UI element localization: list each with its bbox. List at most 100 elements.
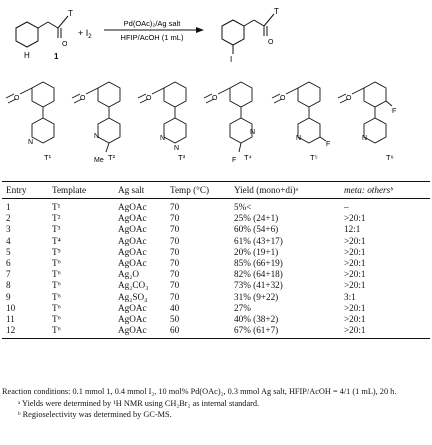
- svg-text:N: N: [362, 135, 367, 142]
- table-row: 7 T⁶ Ag₂O 70 82% (64+18) >20:1: [2, 269, 430, 280]
- cell-yield: 40% (38+2): [234, 314, 279, 325]
- cell-ag-salt: AgOAc: [118, 258, 147, 269]
- cell-yield: 61% (43+17): [234, 235, 283, 246]
- svg-text:N: N: [160, 135, 165, 142]
- cell-selectivity: >20:1: [344, 314, 366, 325]
- header-template: Template: [50, 181, 116, 199]
- cell-entry: 6: [6, 258, 11, 269]
- cell-entry: 5: [6, 246, 11, 257]
- cell-template: T⁶: [52, 280, 61, 291]
- cell-selectivity: >20:1: [344, 269, 366, 280]
- cell-temp: 70: [170, 213, 180, 224]
- template-t2-label: T²: [108, 153, 116, 162]
- template-t6: O F N T⁶: [337, 81, 396, 162]
- svg-text:N: N: [174, 145, 179, 152]
- cell-template: T³: [52, 224, 61, 235]
- cell-entry: 7: [6, 269, 11, 280]
- svg-text:O: O: [280, 95, 286, 102]
- footnote-conditions: Reaction conditions: 0.1 mmol 1, 0.4 mmo…: [2, 387, 397, 396]
- cell-temp: 70: [170, 269, 180, 280]
- cell-yield: 31% (9+22): [234, 291, 279, 302]
- cell-template: T⁶: [52, 314, 61, 325]
- template-t2: O N Me T²: [71, 81, 121, 164]
- cell-yield: 82% (64+18): [234, 269, 283, 280]
- cell-ag-salt: AgOAc: [118, 224, 147, 235]
- template-t6-substituent: F: [392, 108, 396, 115]
- substrate-number: 1: [54, 52, 59, 61]
- product-i-label: I: [230, 55, 232, 64]
- cell-ag-salt: AgOAc: [118, 302, 147, 313]
- cell-yield: 60% (54+6): [234, 224, 279, 235]
- template-t2-substituent: Me: [94, 157, 104, 164]
- conditions-bottom: HFIP/AcOH (1 mL): [121, 33, 184, 42]
- cell-temp: 70: [170, 258, 180, 269]
- cell-yield: 20% (19+1): [234, 246, 279, 257]
- product-t-label: T: [274, 7, 279, 16]
- cell-entry: 8: [6, 280, 11, 291]
- cell-selectivity: >20:1: [344, 258, 366, 269]
- cell-temp: 40: [170, 302, 180, 313]
- footnotes: Reaction conditions: 0.1 mmol 1, 0.4 mmo…: [2, 386, 430, 421]
- cell-temp: 70: [170, 202, 180, 212]
- substrate-o-label: O: [62, 41, 68, 48]
- reaction-scheme: T O H 1 + I2 Pd(OAc)₂/Ag salt HFIP/AcOH …: [0, 0, 432, 178]
- cell-selectivity: >20:1: [344, 246, 366, 257]
- results-table: Entry Template Ag salt Temp (°C) Yield (…: [2, 181, 430, 340]
- footnote-b: ᵇ Regioselectivity was determined by GC-…: [18, 410, 172, 420]
- cell-selectivity: >20:1: [344, 213, 366, 224]
- iodine-reagent: + I2: [78, 28, 92, 40]
- cell-ag-salt: AgOAc: [118, 314, 147, 325]
- template-t4-substituent: F: [232, 157, 236, 164]
- svg-text:O: O: [14, 95, 20, 102]
- cell-entry: 3: [6, 224, 11, 235]
- substrate-t-label: T: [68, 9, 73, 18]
- product-o-label: O: [268, 39, 274, 46]
- cell-selectivity: >20:1: [344, 235, 366, 246]
- cell-ag-salt: Ag₂O: [118, 269, 140, 280]
- cell-yield: 73% (41+32): [234, 280, 283, 291]
- template-t5-substituent: F: [326, 141, 330, 148]
- cell-temp: 70: [170, 235, 180, 246]
- svg-text:N: N: [250, 129, 255, 136]
- cell-template: T⁵: [52, 246, 61, 257]
- cell-ag-salt: AgOAc: [118, 213, 147, 224]
- svg-text:O: O: [80, 95, 86, 102]
- cell-template: T⁶: [50, 325, 116, 340]
- template-t3-label: T³: [178, 153, 186, 162]
- template-t4: O N F T⁴: [203, 81, 255, 164]
- cell-template: T⁶: [52, 269, 61, 280]
- cell-selectivity: >20:1: [342, 325, 430, 340]
- svg-text:N: N: [28, 139, 33, 146]
- cell-selectivity: –: [344, 202, 349, 212]
- footnote-a: ᵃ Yields were determined by ¹H NMR using…: [18, 398, 260, 408]
- cell-entry: 1: [6, 202, 11, 212]
- header-yield: Yield (mono+di)ᵃ: [232, 181, 342, 199]
- svg-text:O: O: [346, 95, 352, 102]
- substrate-structure: [15, 15, 69, 48]
- template-t1: O N T¹: [5, 81, 55, 162]
- cell-temp: 70: [170, 291, 180, 302]
- cell-selectivity: >20:1: [344, 280, 366, 291]
- header-ag-salt: Ag salt: [116, 181, 168, 199]
- svg-text:O: O: [212, 95, 218, 102]
- cell-selectivity: >20:1: [344, 302, 366, 313]
- cell-entry: 9: [6, 291, 11, 302]
- cell-yield: 27%: [234, 302, 251, 313]
- cell-temp: 50: [170, 314, 180, 325]
- svg-text:N: N: [94, 133, 99, 140]
- cell-template: T⁴: [52, 235, 61, 246]
- header-entry: Entry: [2, 181, 50, 199]
- cell-ag-salt: Ag₂CO₃: [118, 280, 149, 291]
- template-t4-label: T⁴: [244, 153, 252, 162]
- cell-entry: 11: [6, 314, 15, 325]
- template-t3: O N N T³: [137, 81, 187, 162]
- svg-text:N: N: [296, 135, 301, 142]
